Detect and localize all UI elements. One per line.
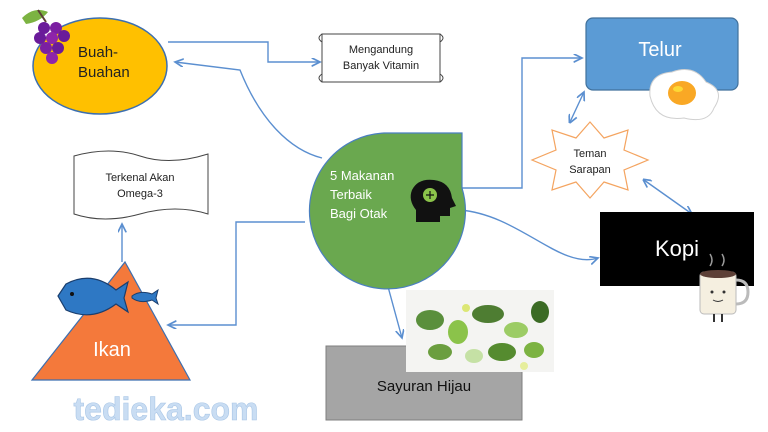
- connector-central-kopi: [459, 209, 598, 260]
- omega-line1: Terkenal Akan: [105, 172, 174, 184]
- connector-buah-vitamin: [168, 41, 320, 62]
- central-line1: 5 Makanan: [330, 168, 394, 183]
- connector-central-ikan: [168, 221, 305, 325]
- vitamin-line2: Banyak Vitamin: [343, 60, 419, 72]
- fried-egg-icon: [649, 69, 719, 121]
- central-line3: Bagi Otak: [330, 206, 388, 221]
- kopi-label: Kopi: [655, 236, 699, 261]
- buah-label-line1: Buah-: [78, 44, 118, 61]
- node-sayuran: Sayuran Hijau: [325, 290, 554, 421]
- fish-icon: [57, 277, 159, 316]
- note-sarapan: Teman Sarapan: [530, 121, 650, 199]
- omega-line2: Omega-3: [117, 188, 163, 200]
- node-buah-buahan: Buah- Buahan: [22, 9, 168, 115]
- sarapan-line2: Sarapan: [569, 164, 611, 176]
- note-omega: Terkenal Akan Omega-3: [73, 150, 209, 220]
- connector-sarapan-telur: [570, 92, 584, 122]
- grapes-icon: [22, 9, 70, 64]
- coffee-mug-icon: [699, 253, 750, 322]
- connector-central-buah: [175, 62, 323, 159]
- node-telur: Telur: [585, 17, 739, 121]
- sayuran-label: Sayuran Hijau: [377, 378, 471, 395]
- node-ikan: Ikan: [30, 260, 192, 381]
- note-vitamin: Mengandung Banyak Vitamin: [318, 33, 444, 83]
- vegetables-photo: [406, 290, 554, 372]
- watermark: tedieka.com: [74, 391, 259, 427]
- node-kopi: Kopi: [600, 212, 754, 322]
- central-topic: 5 Makanan Terbaik Bagi Otak: [308, 132, 467, 290]
- sarapan-line1: Teman: [573, 148, 606, 160]
- brain-head-icon: [410, 179, 456, 222]
- central-line2: Terbaik: [330, 187, 372, 202]
- connector-central-telur: [462, 58, 582, 189]
- buah-label-line2: Buahan: [78, 64, 130, 81]
- connector-sarapan-kopi: [644, 180, 692, 214]
- vitamin-line1: Mengandung: [349, 44, 413, 56]
- ikan-label: Ikan: [93, 339, 131, 361]
- telur-label: Telur: [638, 39, 682, 61]
